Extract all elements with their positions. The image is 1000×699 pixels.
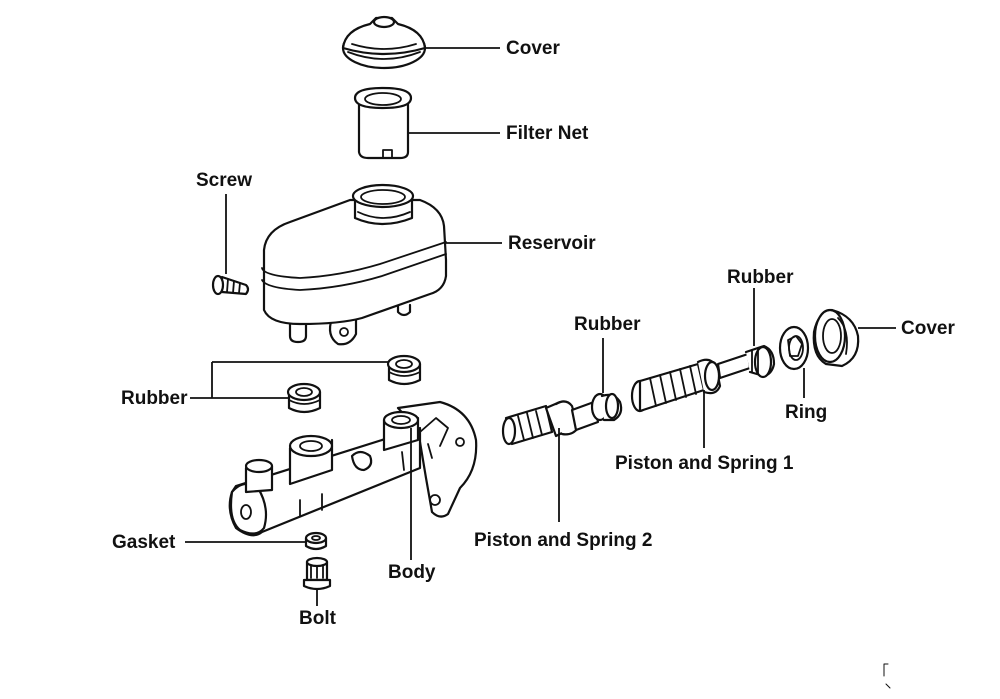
corner-mark-icon [883,663,891,689]
filter-net-part [353,86,413,160]
body-label: Body [388,562,436,583]
ring-part [778,325,810,371]
screw-part [211,274,250,296]
grommet-lower-part [286,382,322,414]
gasket-part [304,531,328,551]
rubber-right-label: Rubber [727,267,794,288]
bolt-label: Bolt [299,608,337,629]
reservoir-part [261,183,448,346]
gasket-label: Gasket [112,532,176,553]
piston-spring-2-label: Piston and Spring 2 [474,530,652,551]
reservoir-cover-part [341,15,427,70]
piston-spring-1-label: Piston and Spring 1 [615,453,794,474]
ring-label: Ring [785,402,827,423]
rubber-left-leader [190,361,388,399]
cover-top-label: Cover [506,38,560,59]
piston-spring-1-part [630,344,776,413]
grommet-upper-part [386,354,422,386]
rubber-mid-label: Rubber [574,314,641,335]
cover-right-label: Cover [901,318,955,339]
reservoir-label: Reservoir [508,233,596,254]
cylinder-end-cover-part [812,308,860,368]
piston-spring-2-part [501,392,623,446]
cylinder-body-part [228,400,478,537]
bolt-part [302,556,332,591]
filter-net-label: Filter Net [506,123,589,144]
rubber-left-label: Rubber [121,388,188,409]
screw-label: Screw [196,170,252,191]
